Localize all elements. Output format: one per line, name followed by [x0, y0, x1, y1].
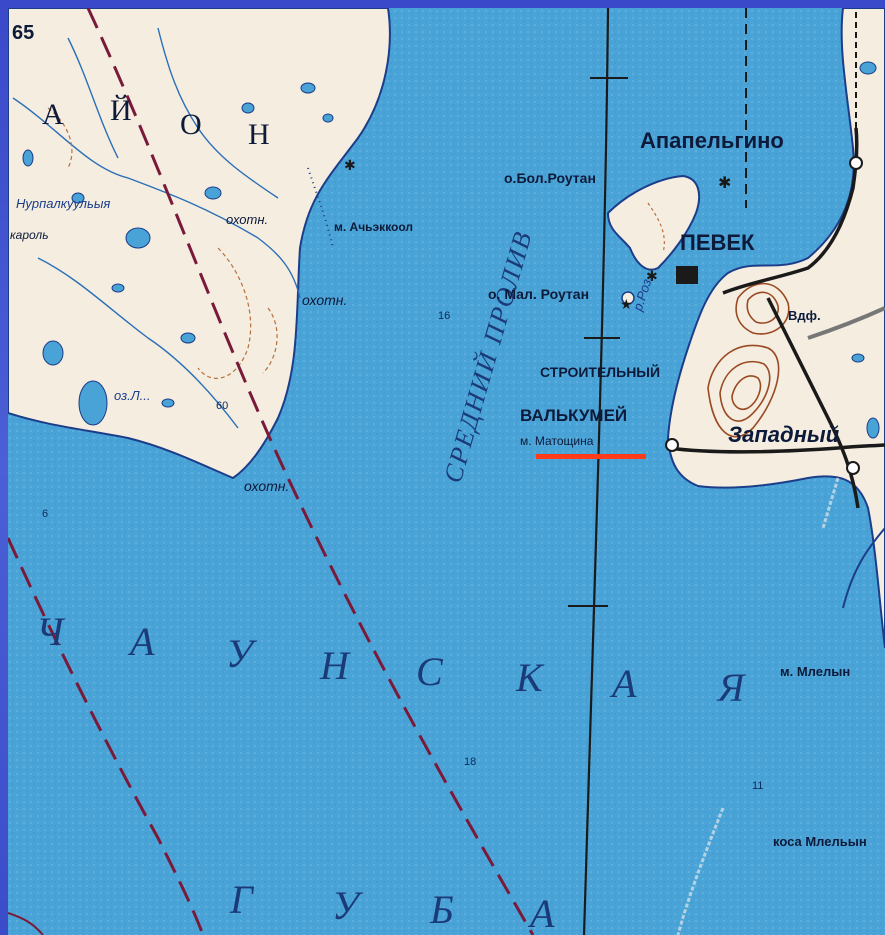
settlement-markers	[665, 156, 863, 475]
kosa-mlelyun-label: коса Млельын	[773, 834, 867, 849]
okhotn-label-3: охотн.	[244, 478, 290, 494]
cape-mlelyun-label: м. Млелын	[780, 664, 851, 679]
zapadny-label: Западный	[728, 422, 840, 447]
east-coast	[842, 527, 885, 609]
sea-letter-11: Б	[430, 887, 454, 932]
nurgalkuul-label: Нурпалкуульыя	[16, 196, 111, 211]
svg-text:✱: ✱	[718, 173, 731, 192]
shipping-routes	[8, 8, 535, 935]
valkumei-label: ВАЛЬКУМЕЙ	[520, 406, 628, 425]
sea-letter-1: Ч	[36, 609, 64, 654]
svg-text:✱: ✱	[646, 269, 658, 285]
rayon-letter-2: Й	[110, 94, 132, 127]
sea-letter-9: Г	[230, 877, 253, 922]
cape-matoshchina-label: м. Матощина	[520, 434, 594, 448]
sea-letter-12: А	[530, 891, 555, 935]
sea-letter-2: А	[130, 619, 155, 664]
mal-routan-label: о. Мал. Роутан	[488, 286, 590, 302]
apapelgino-label: Апапельгино	[640, 128, 784, 153]
rayon-letter-4: Н	[248, 118, 270, 151]
svg-text:★: ★	[620, 297, 633, 313]
east-road-grey	[807, 306, 885, 340]
sea-letter-7: А	[612, 661, 637, 706]
map-graphics: ✱ ✱ ✱ ★	[8, 8, 885, 935]
sheet-number-label: 65	[12, 22, 35, 44]
rayon-letter-1: А	[42, 98, 64, 131]
sea-letter-5: С	[416, 649, 443, 694]
bol-routan-label: о.Бол.Роутан	[504, 170, 596, 186]
sea-letter-10: У	[332, 883, 359, 928]
landmark-stars: ✱ ✱ ✱ ★	[344, 158, 731, 313]
elevation-mark: 60	[216, 400, 229, 412]
mal-routan-islet	[621, 291, 635, 305]
vdf-label: Вдф.	[788, 308, 821, 323]
valkumei-marker	[665, 438, 679, 452]
rayon-letter-3: О	[180, 108, 202, 141]
okhotn-label-2: охотн.	[302, 292, 348, 308]
apapelgino-marker	[849, 156, 863, 170]
cape-aachykool-label: м. Ачьэккоол	[334, 220, 414, 234]
depth-sounding-2: 6	[42, 508, 49, 520]
pevek-label: ПЕВЕК	[680, 230, 755, 255]
sea-letter-4: Н	[320, 643, 349, 688]
bol-routan-island	[606, 174, 701, 271]
stroitelny-label: СТРОИТЕЛЬНЫЙ	[540, 364, 661, 380]
east-lakes	[851, 61, 880, 439]
meridian-ticks	[568, 77, 628, 607]
karoul-label: кароль	[10, 228, 49, 242]
west-contours	[47, 107, 278, 379]
pevek-port-marker	[676, 266, 698, 284]
depth-sounding-1: 16	[438, 310, 451, 322]
sea-letter-3: У	[226, 631, 253, 676]
red-underline-marker	[536, 454, 646, 459]
map-viewport[interactable]: ✱ ✱ ✱ ★ 65 А Й О Н Нурпалкуульыя кароль …	[8, 8, 885, 935]
okhotn-label-1: охотн.	[226, 212, 269, 227]
lake-label: оз.Л...	[114, 388, 151, 403]
sea-letter-6: К	[516, 655, 543, 700]
meridian-line	[582, 8, 610, 935]
sea-letter-8: Я	[718, 665, 745, 710]
west-lakes	[22, 82, 334, 426]
zapadny-marker	[846, 461, 860, 475]
depth-sounding-4: 11	[752, 780, 764, 792]
depth-sounding-3: 18	[464, 756, 477, 768]
svg-text:✱: ✱	[344, 158, 356, 174]
